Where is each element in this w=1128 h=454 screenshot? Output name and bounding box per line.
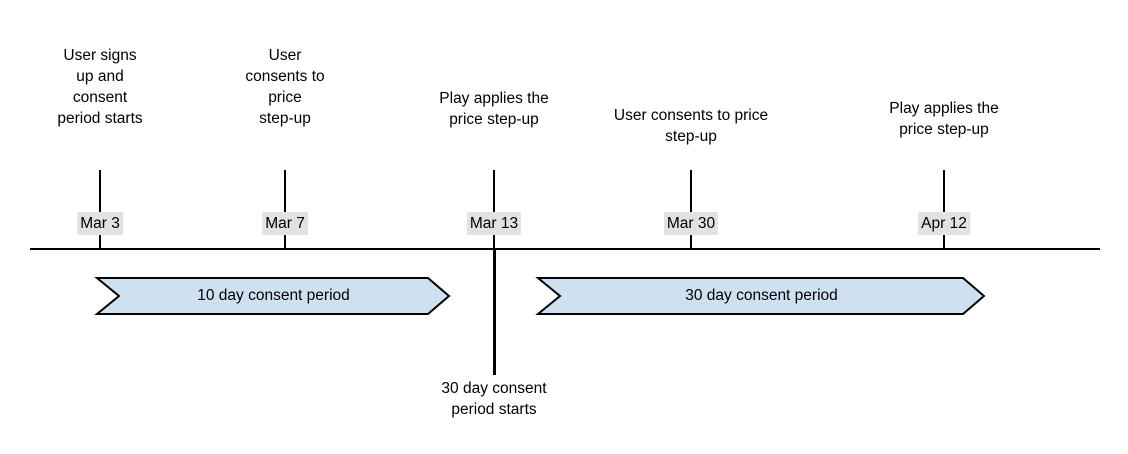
callout-leader-line	[493, 248, 496, 375]
banner-shape-consent-period-10	[94, 277, 451, 315]
date-chip-stepup-applied-1: Mar 13	[466, 212, 522, 235]
callout-caption: 30 day consent period starts	[441, 380, 547, 418]
timeline-axis	[30, 248, 1100, 250]
event-caption-consent-30day: User consents to price step-up	[613, 107, 769, 145]
date-chip-consent-30day: Mar 30	[663, 212, 719, 235]
event-caption-stepup-applied-2: Play applies the price step-up	[889, 100, 999, 138]
event-tick-consent-10day	[284, 170, 286, 250]
date-chip-signup: Mar 3	[77, 212, 123, 235]
banner-consent-period-10: 10 day consent period	[94, 277, 451, 315]
event-tick-stepup-applied-1	[493, 170, 495, 250]
event-tick-consent-30day	[690, 170, 692, 250]
banner-consent-period-30: 30 day consent period	[535, 277, 986, 315]
date-chip-stepup-applied-2: Apr 12	[918, 212, 970, 235]
event-tick-stepup-applied-2	[943, 170, 945, 250]
event-caption-consent-10day: User consents to price step-up	[245, 47, 325, 127]
event-tick-signup	[99, 170, 101, 250]
event-caption-signup: User signs up and consent period starts	[57, 47, 143, 127]
event-caption-stepup-applied-1: Play applies the price step-up	[439, 90, 549, 128]
date-chip-consent-10day: Mar 7	[262, 212, 308, 235]
banner-shape-consent-period-30	[535, 277, 986, 315]
